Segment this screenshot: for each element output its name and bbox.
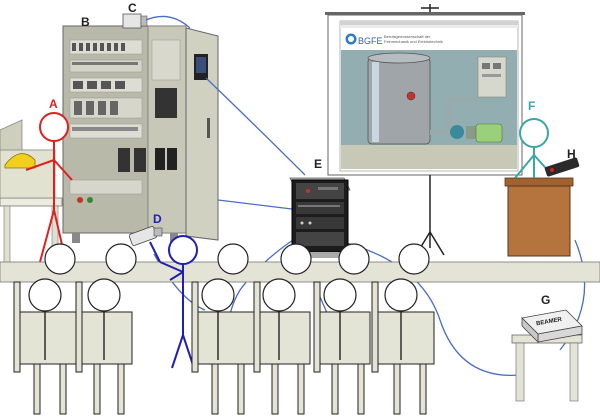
person-a <box>25 112 73 263</box>
callout-labels: A B C D E F G H <box>49 1 576 307</box>
lectern <box>504 177 574 257</box>
beamer-label: BEAMER <box>536 317 563 328</box>
label-f: F <box>528 99 535 113</box>
person-d <box>149 235 198 369</box>
label-e: E <box>314 157 322 171</box>
pump-graphic <box>430 98 503 143</box>
label-h: H <box>567 147 576 161</box>
measuring-device-c <box>122 13 142 29</box>
screen-subtitle-2: Feinmechanik und Elektrotechnik <box>384 39 443 44</box>
control-cabinet <box>62 13 219 243</box>
bgfe-logo: BGFE Berufsgenossenschaft der Feinmechan… <box>345 33 443 46</box>
back-row-people <box>44 243 430 275</box>
projected-window: BGFE Berufsgenossenschaft der Feinmechan… <box>339 20 519 172</box>
audience-front-row <box>13 278 435 415</box>
beamer-table: BEAMER <box>511 309 583 402</box>
measurement-rack <box>289 177 351 258</box>
projection-screen: BGFE Berufsgenossenschaft der Feinmechan… <box>325 4 525 256</box>
label-c: C <box>128 1 137 15</box>
label-b: B <box>81 15 90 29</box>
power-strip-h <box>544 157 580 177</box>
label-d: D <box>153 212 162 226</box>
tank-graphic <box>367 52 431 145</box>
label-a: A <box>49 97 58 111</box>
label-g: G <box>541 293 550 307</box>
screen-subtitle-1: Berufsgenossenschaft der <box>384 34 431 39</box>
camera-icon <box>128 226 163 246</box>
left-workbench <box>0 119 63 265</box>
screen-logo-text: BGFE <box>358 36 383 46</box>
